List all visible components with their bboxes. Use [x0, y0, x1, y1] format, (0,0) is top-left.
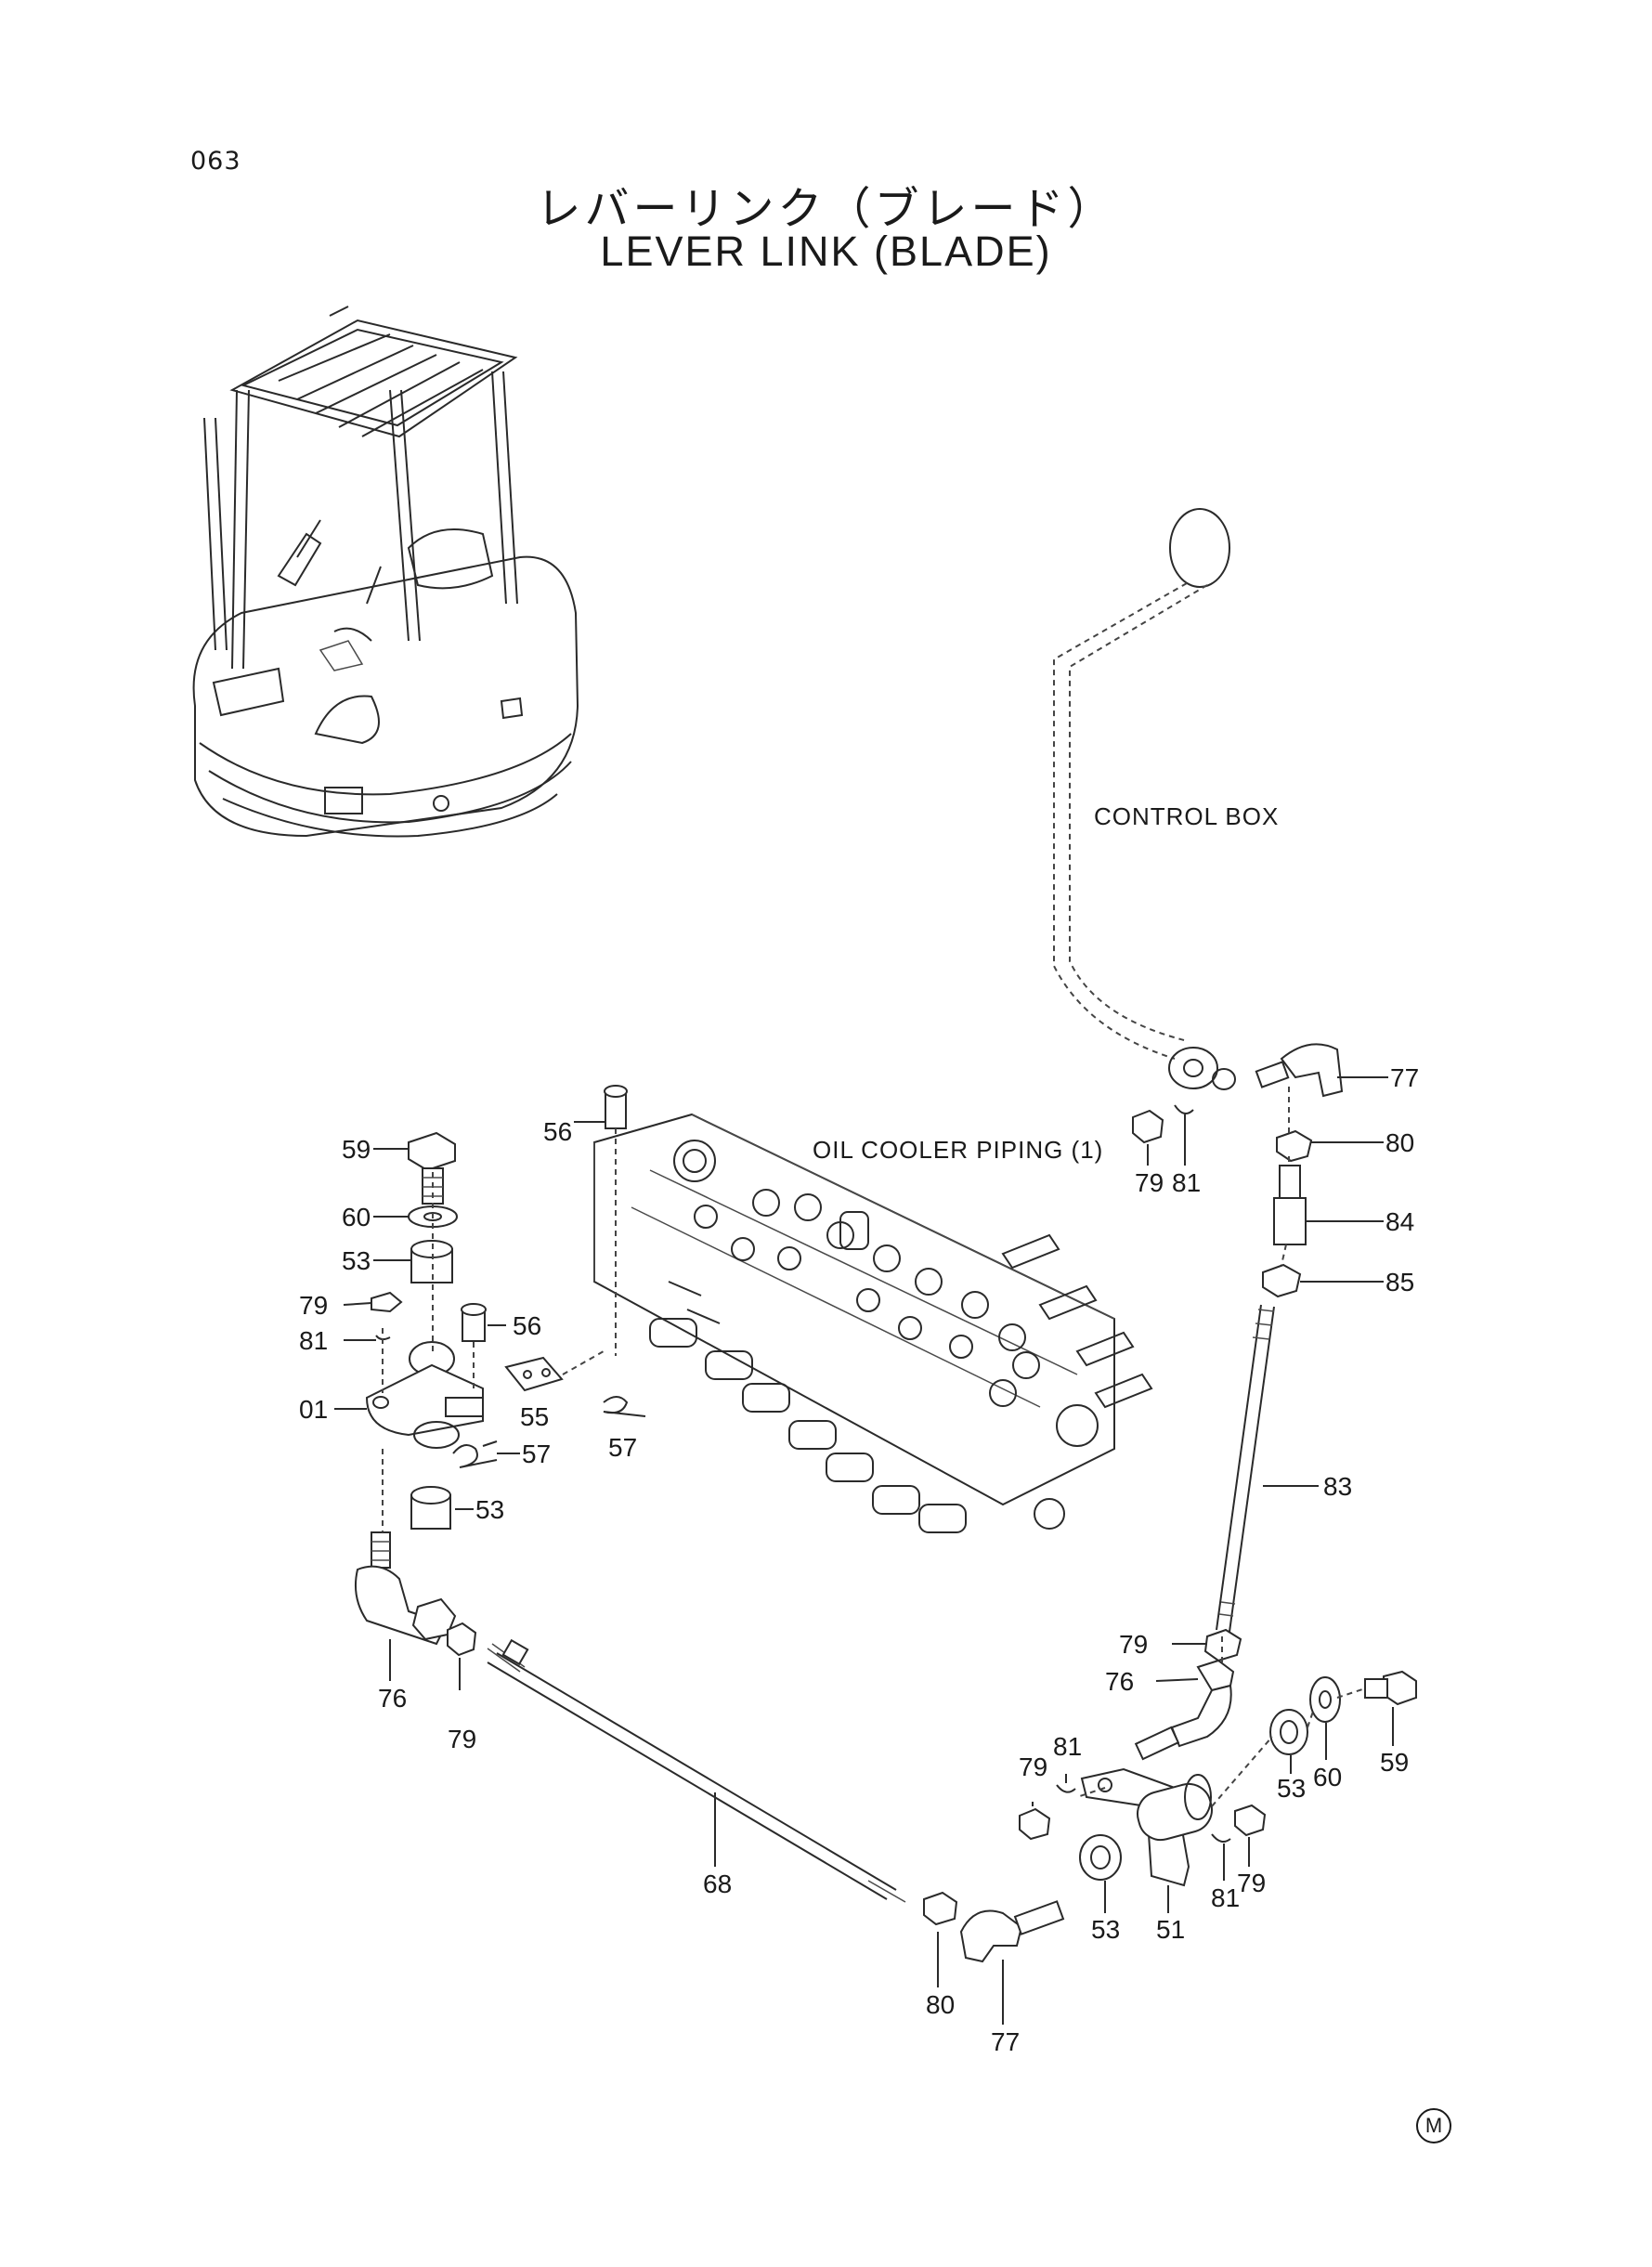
- note-oil-cooler-piping: OIL COOLER PIPING (1): [813, 1136, 1103, 1164]
- part-label: 79: [1019, 1752, 1047, 1781]
- part-label: 83: [1323, 1472, 1352, 1501]
- part-label: 81: [1053, 1732, 1082, 1761]
- part-label: 76: [378, 1684, 407, 1713]
- part-label: 79: [1135, 1168, 1164, 1197]
- part-label: 80: [1385, 1128, 1414, 1157]
- part-label: 60: [1313, 1763, 1342, 1791]
- title-japanese: レバーリンク（ブレード）: [536, 183, 1116, 235]
- part-label: 56: [513, 1311, 541, 1340]
- part-label: 81: [299, 1326, 328, 1355]
- page-number: 063: [190, 147, 241, 176]
- control-lever: [1053, 508, 1236, 1090]
- note-control-box: CONTROL BOX: [1094, 802, 1279, 830]
- part-label: 80: [926, 1990, 955, 2019]
- part-label: 84: [1385, 1207, 1414, 1236]
- part-label: 77: [1390, 1063, 1419, 1092]
- part-label: 81: [1211, 1883, 1240, 1912]
- part-label: 60: [342, 1203, 371, 1231]
- part-label: 59: [342, 1135, 371, 1164]
- part-label: 59: [1380, 1748, 1409, 1777]
- title-english: LEVER LINK (BLADE): [600, 228, 1052, 275]
- leader-lines: [334, 1076, 1394, 2025]
- part-label: 79: [448, 1725, 476, 1753]
- part-label: 53: [342, 1246, 371, 1275]
- part-label: 68: [703, 1870, 732, 1898]
- part-label: 01: [299, 1395, 328, 1424]
- part-label: 77: [991, 2027, 1020, 2056]
- part-number-labels: 59 60 53 79 81 01 56 56 55 57 57 53 76 7…: [299, 1063, 1419, 2056]
- part-label: 57: [522, 1440, 551, 1468]
- part-label: 76: [1105, 1667, 1134, 1696]
- part-label: 79: [1237, 1869, 1266, 1897]
- part-label: 79: [1119, 1630, 1148, 1659]
- left-linkage-parts: [355, 1085, 906, 1903]
- control-valve-block: [593, 1113, 1153, 1533]
- part-label: 57: [608, 1433, 637, 1462]
- part-label: 53: [1277, 1774, 1306, 1803]
- m-mark: M: [1416, 2108, 1451, 2143]
- part-label: 55: [520, 1402, 549, 1431]
- part-label: 53: [475, 1495, 504, 1524]
- right-linkage-parts: [923, 1043, 1417, 1963]
- part-label: 79: [299, 1291, 328, 1320]
- machine-overview-illustration: [192, 306, 579, 838]
- part-label: 85: [1385, 1268, 1414, 1296]
- part-label: 53: [1091, 1915, 1120, 1944]
- part-label: 56: [543, 1117, 572, 1146]
- part-label: 81: [1172, 1168, 1201, 1197]
- part-label: 51: [1156, 1915, 1185, 1944]
